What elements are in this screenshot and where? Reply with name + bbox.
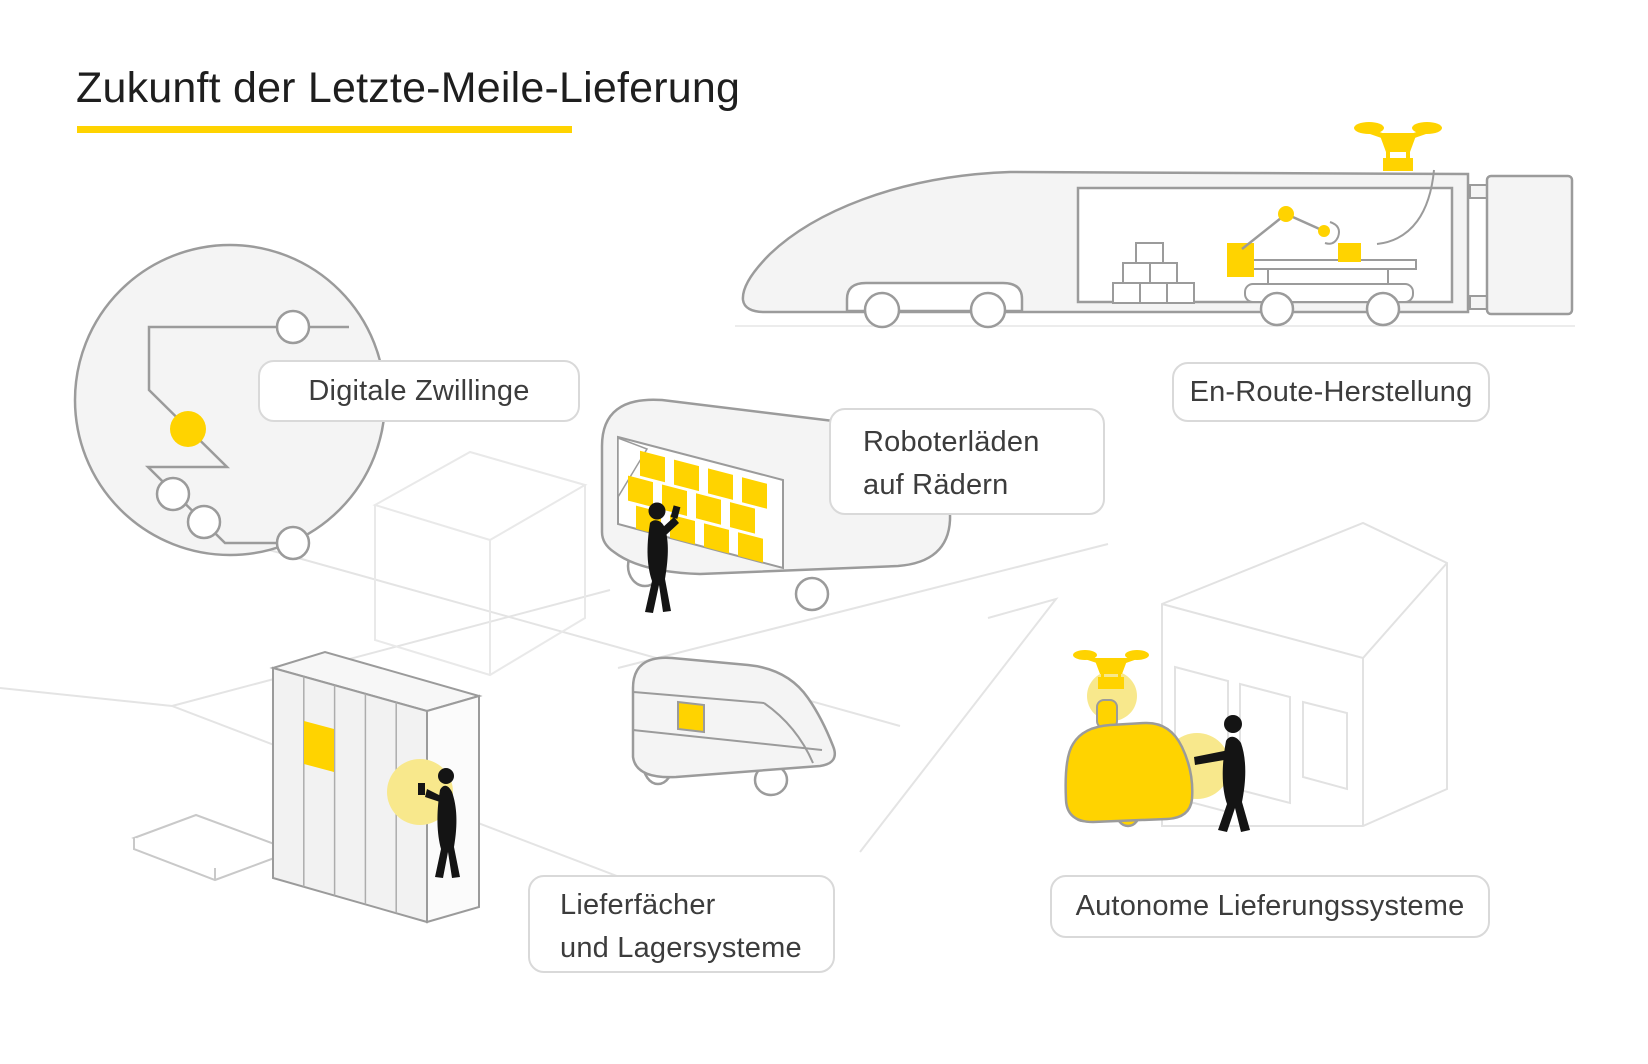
package-grid [628, 450, 767, 564]
platform-wedge [131, 813, 280, 882]
digital-twin-network [73, 243, 387, 561]
train-coupler [1469, 184, 1488, 199]
network-node-active [170, 411, 206, 447]
van-logo-panel [677, 700, 705, 734]
cargo-drone-icon [1354, 122, 1442, 171]
delivery-robot-body [1064, 721, 1194, 824]
parcel-lockers [269, 650, 483, 924]
flatbed-trolley [1242, 259, 1417, 327]
callout-autonomous-label: Autonome Lieferungssysteme [1075, 890, 1465, 922]
callout-digital-twins: Digitale Zwillinge [258, 360, 580, 422]
train-coupler [1469, 295, 1488, 310]
locker-door-open [304, 721, 334, 772]
network-node [155, 476, 191, 512]
callout-lockers-line1: Lieferfächer [560, 889, 716, 921]
person-receiving [1194, 715, 1250, 832]
title-underline [77, 126, 572, 133]
callout-autonomous: Autonome Lieferungssysteme [1050, 875, 1490, 938]
printed-package [1338, 243, 1361, 262]
autonomous-delivery [1064, 650, 1230, 828]
person-shopping [645, 502, 681, 613]
drone-flight-path [1376, 169, 1435, 245]
page-title: Zukunft der Letzte-Meile-Lieferung [76, 64, 741, 112]
train-wheel [969, 291, 1007, 329]
delivery-drone-icon [1073, 650, 1149, 689]
callout-robot-shops-line1: Roboterläden [863, 426, 1040, 458]
callout-lockers-line2: und Lagersysteme [560, 932, 802, 964]
train-wheel [863, 291, 901, 329]
callout-digital-twins-label: Digitale Zwillinge [308, 374, 530, 407]
network-node [275, 525, 311, 561]
network-node [275, 309, 311, 345]
delivery-van [631, 656, 837, 797]
callout-en-route: En-Route-Herstellung [1172, 362, 1490, 422]
panel-flap [617, 436, 649, 500]
train-trailer [1485, 174, 1574, 316]
cargo-boxes [1112, 242, 1195, 304]
callout-en-route-label: En-Route-Herstellung [1189, 375, 1473, 408]
delivery-van-body [631, 656, 837, 779]
network-path [144, 325, 349, 545]
phone-icon [670, 505, 681, 519]
callout-robot-shops-line2: auf Rädern [863, 469, 1009, 501]
robot-arm [1227, 206, 1361, 277]
house-window [1302, 700, 1348, 791]
background-building [372, 450, 588, 677]
street-lines [0, 543, 1109, 926]
network-node [186, 504, 222, 540]
house-door-2 [1239, 682, 1291, 805]
en-route-manufacturing-train [735, 122, 1575, 329]
callout-robot-shops: Roboterläden auf Rädern [829, 408, 1105, 515]
callout-lockers: Lieferfächer und Lagersysteme [528, 875, 835, 973]
phone-icon [418, 783, 425, 795]
person-at-locker [418, 768, 460, 878]
